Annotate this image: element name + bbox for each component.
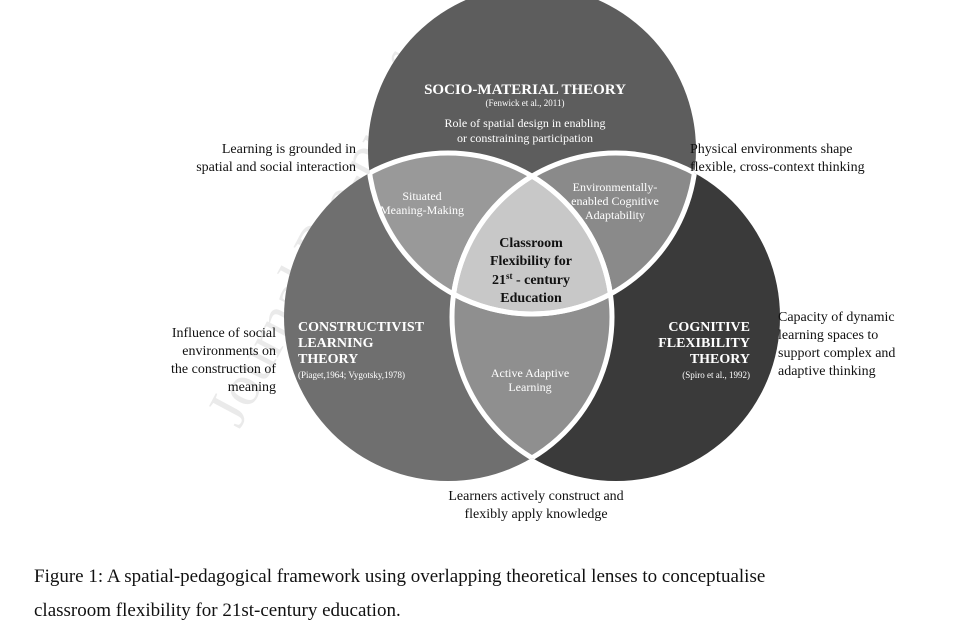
overlap-top-right-label: Environmentally- enabled Cognitive Adapt…: [571, 180, 659, 222]
socio-material-label: SOCIO-MATERIAL THEORY (Fenwick et al., 2…: [424, 82, 626, 145]
annotation-right-3: support complex and: [778, 346, 895, 361]
figure-caption: Figure 1: A spatial-pedagogical framewor…: [34, 560, 954, 628]
situated-line-1: Situated: [402, 189, 441, 203]
cognitive-flexibility-label: COGNITIVE FLEXIBILITY THEORY (Spiro et a…: [658, 320, 750, 380]
annotation-left: Influence of social environments on the …: [171, 326, 276, 395]
constructivist-title-2: LEARNING: [298, 336, 374, 351]
annotation-bottom: Learners actively construct and flexibly…: [448, 489, 623, 522]
annotation-top-right-1: Physical environments shape: [690, 142, 853, 157]
environmental-line-3: Adaptability: [585, 208, 645, 222]
cognitive-citation: (Spiro et al., 1992): [682, 370, 750, 380]
environmental-line-2: enabled Cognitive: [571, 194, 659, 208]
annotation-left-3: the construction of: [171, 362, 276, 377]
center-line-1: Classroom: [499, 236, 563, 251]
annotation-top-right-2: flexible, cross-context thinking: [690, 160, 865, 175]
center-line-2: Flexibility for: [490, 254, 572, 269]
center-label: Classroom Flexibility for 21st - century…: [490, 236, 572, 306]
annotation-top-left-1: Learning is grounded in: [222, 142, 356, 157]
annotation-left-4: meaning: [228, 380, 276, 395]
outline-right: [449, 150, 696, 314]
center-line-3-rest: - century: [512, 273, 570, 288]
annotation-right: Capacity of dynamic learning spaces to s…: [778, 310, 895, 379]
annotation-bottom-1: Learners actively construct and: [448, 489, 623, 504]
center-line-3-num: 21: [492, 273, 506, 288]
annotation-top-left-2: spatial and social interaction: [196, 160, 356, 175]
annotation-top-left: Learning is grounded in spatial and soci…: [196, 142, 356, 175]
annotation-left-2: environments on: [182, 344, 276, 359]
annotation-top-right: Physical environments shape flexible, cr…: [690, 142, 865, 175]
center-line-4: Education: [500, 291, 562, 306]
environmental-line-1: Environmentally-: [573, 180, 658, 194]
outline-left: [368, 150, 615, 314]
overlap-center: [452, 153, 612, 314]
annotation-bottom-2: flexibly apply knowledge: [464, 507, 607, 522]
outline-right-b: [449, 153, 612, 481]
annotation-right-2: learning spaces to: [778, 328, 878, 343]
cognitive-title-3: THEORY: [690, 352, 750, 367]
socio-material-desc-2: or constraining participation: [457, 131, 593, 145]
socio-material-title: SOCIO-MATERIAL THEORY: [424, 82, 626, 98]
active-adaptive-line-1: Active Adaptive: [491, 366, 569, 380]
cognitive-title-1: COGNITIVE: [668, 320, 750, 335]
annotation-right-1: Capacity of dynamic: [778, 310, 895, 325]
cognitive-title-2: FLEXIBILITY: [658, 336, 750, 351]
socio-material-citation: (Fenwick et al., 2011): [486, 98, 565, 108]
constructivist-citation: (Piaget,1964; Vygotsky,1978): [298, 370, 405, 380]
constructivist-title-1: CONSTRUCTIVIST: [298, 320, 425, 335]
situated-line-2: Meaning-Making: [380, 203, 464, 217]
annotation-right-4: adaptive thinking: [778, 364, 876, 379]
outline-left-b: [452, 153, 615, 481]
outline-top-b: [452, 153, 699, 317]
caption-line-2: classroom flexibility for 21st-century e…: [34, 600, 401, 621]
constructivist-label: CONSTRUCTIVIST LEARNING THEORY (Piaget,1…: [298, 320, 425, 380]
overlap-bottom-label: Active Adaptive Learning: [491, 366, 569, 394]
caption-line-1: Figure 1: A spatial-pedagogical framewor…: [34, 566, 766, 587]
center-line-3-sup: st: [506, 271, 513, 281]
constructivist-title-3: THEORY: [298, 352, 358, 367]
annotation-left-1: Influence of social: [172, 326, 276, 341]
overlap-top-left-label: Situated Meaning-Making: [380, 189, 464, 217]
active-adaptive-line-2: Learning: [508, 380, 551, 394]
socio-material-desc-1: Role of spatial design in enabling: [445, 116, 606, 130]
center-line-3: 21st - century: [492, 271, 570, 288]
